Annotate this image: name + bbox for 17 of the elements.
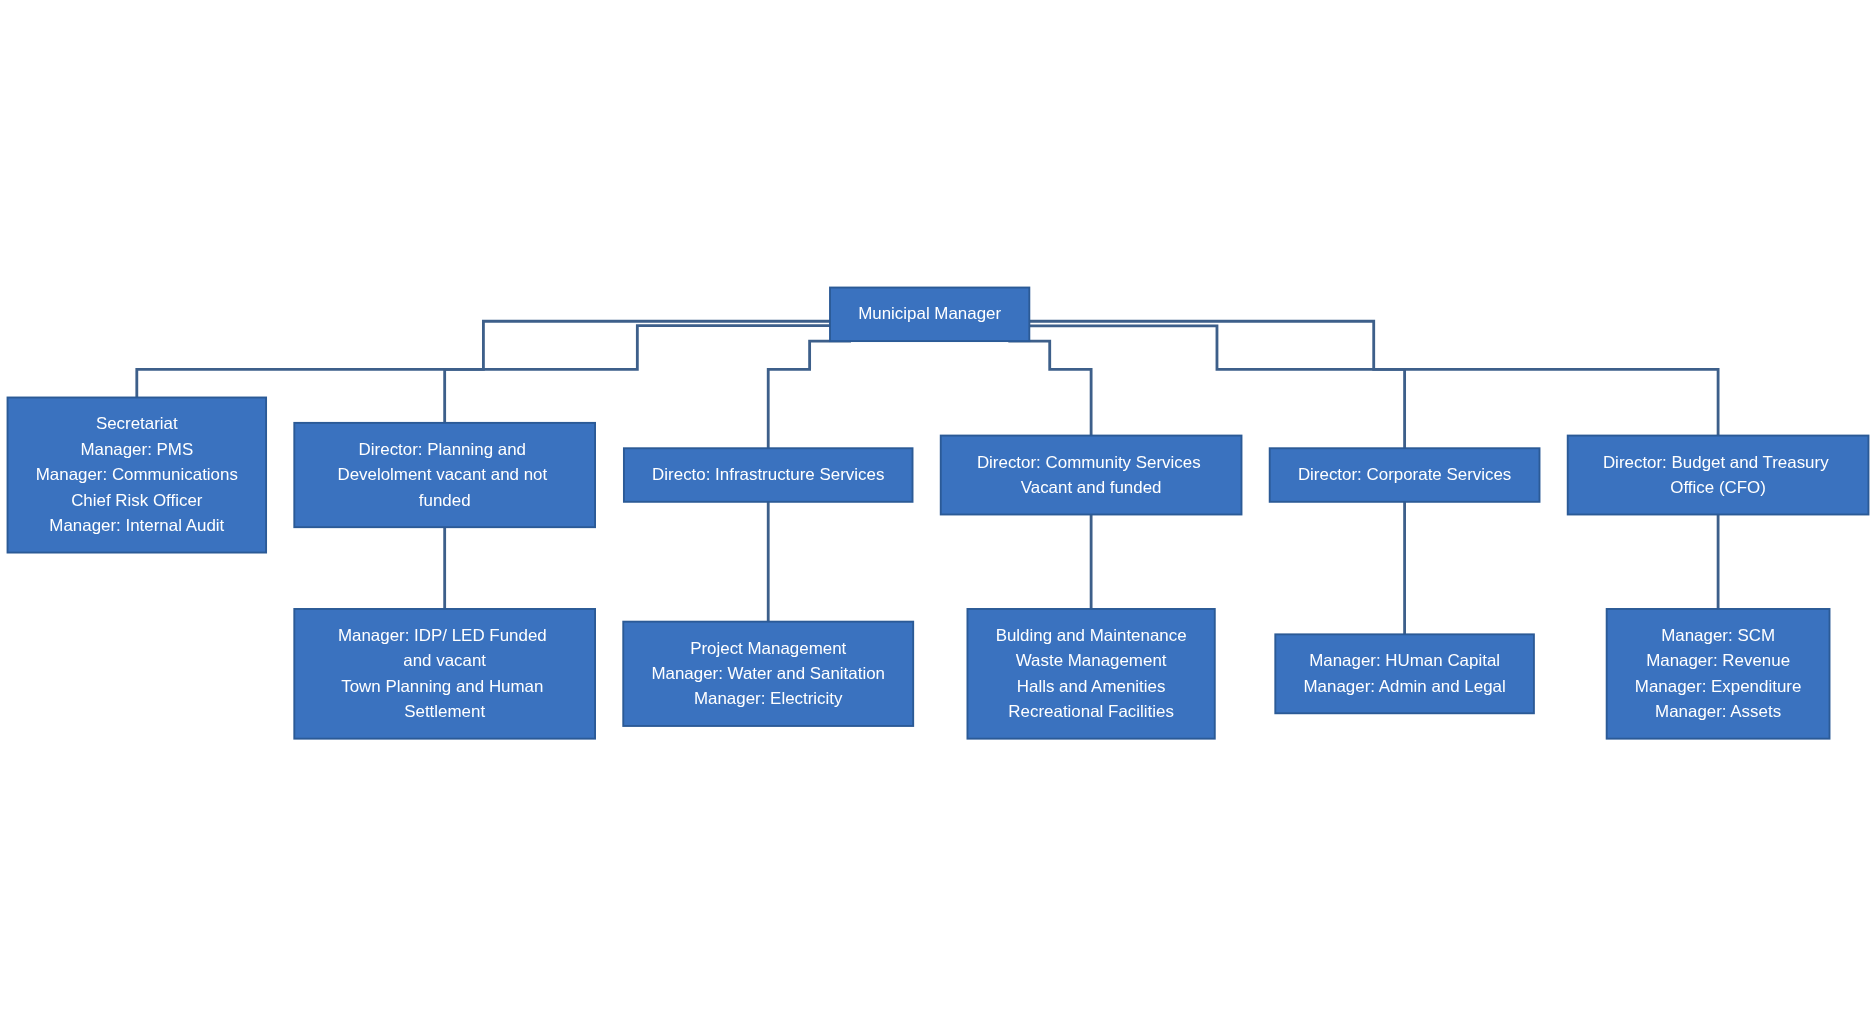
node-box: Director: Planning and Develolment vacant and not funded	[293, 421, 596, 529]
node-box: Manager: IDP/ LED Funded and vacant Town Planning and Human Settlement	[293, 607, 596, 740]
connector	[1403, 500, 1406, 636]
node-box: Secretariat Manager: PMS Manager: Communications Chief Risk Officer Manager: Internal Audit	[6, 396, 268, 554]
connector	[135, 319, 830, 399]
connector	[1029, 319, 1720, 437]
node-box: Manager: SCM Manager: Revenue Manager: Expenditure Manager: Assets	[1605, 607, 1831, 740]
node-box: Manager: HUman Capital Manager: Admin and Legal	[1274, 633, 1535, 715]
node-box: Project Management Manager: Water and Sanitation Manager: Electricity	[622, 620, 915, 727]
node-box: Municipal Manager	[829, 286, 1031, 342]
node-box: Director: Corporate Services	[1268, 447, 1541, 503]
node-box: Bulding and Maintenance Waste Management Halls and Amenities Recreational Facilities	[966, 607, 1216, 740]
node-box: Director: Community Services Vacant and funded	[939, 434, 1243, 516]
connector	[766, 500, 770, 623]
connector	[1029, 324, 1406, 450]
node-box: Directo: Infrastructure Services	[622, 447, 914, 503]
node-box: Director: Budget and Treasury Office (CFO)	[1566, 434, 1870, 516]
